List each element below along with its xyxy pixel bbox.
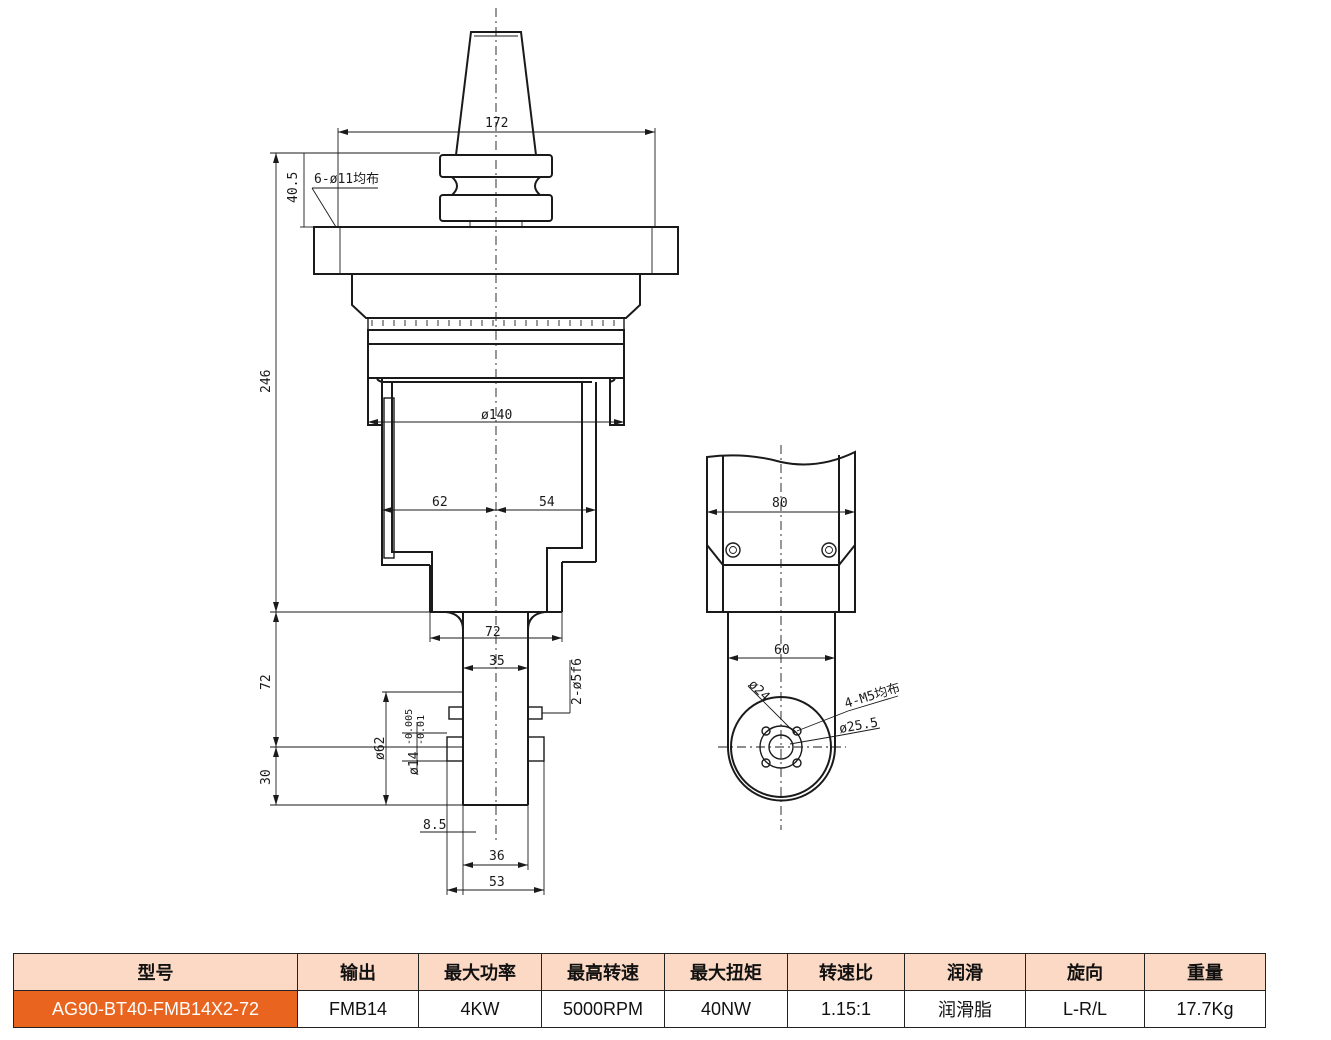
cell-ratio: 1.15:1	[787, 990, 905, 1028]
dim-head-height: 72	[259, 674, 274, 690]
header-max-torque: 最大扭矩	[664, 953, 788, 991]
header-max-power: 最大功率	[418, 953, 542, 991]
dim-side-width-top: 80	[772, 496, 788, 511]
cell-max-power: 4KW	[418, 990, 542, 1028]
header-max-speed: 最高转速	[541, 953, 665, 991]
dim-base-width: 53	[489, 875, 505, 890]
header-model: 型号	[13, 953, 298, 991]
dim-head-diameter: ø62	[373, 737, 388, 760]
dim-flange-width: 172	[485, 116, 508, 131]
dim-output-diameter: ø14	[407, 751, 422, 775]
dim-spindle-width: 35	[489, 654, 505, 669]
side-view: 80 60 ø24 4-M5均布 ø25.5	[706, 445, 902, 830]
dim-pcd-inner: ø24	[745, 677, 772, 704]
cell-rotation: L-R/L	[1025, 990, 1145, 1028]
cell-lubrication: 润滑脂	[904, 990, 1026, 1028]
dim-flange-height: 40.5	[286, 172, 301, 203]
dim-pcd-outer: ø25.5	[838, 715, 879, 737]
dim-nose-offset: 8.5	[423, 818, 446, 833]
spec-table: 型号 输出 最大功率 最高转速 最大扭矩 转速比 润滑 旋向 重量 AG90-B…	[13, 953, 1266, 1028]
dim-overall-height: 246	[259, 370, 274, 393]
dim-flange-holes: 6-ø11均布	[314, 172, 379, 187]
dim-pin-holes: 2-ø5f6	[570, 658, 585, 705]
dim-tolerance-lower: -0.01	[416, 715, 427, 745]
dim-tap-holes: 4-M5均布	[843, 681, 902, 712]
header-lubrication: 润滑	[904, 953, 1026, 991]
table-row: AG90-BT40-FMB14X2-72 FMB14 4KW 5000RPM 4…	[13, 990, 1266, 1028]
dim-body-diameter: ø140	[481, 408, 512, 423]
table-header-row: 型号 输出 最大功率 最高转速 最大扭矩 转速比 润滑 旋向 重量	[13, 953, 1266, 991]
dim-neck-width: 72	[485, 625, 501, 640]
cell-output: FMB14	[297, 990, 419, 1028]
header-weight: 重量	[1144, 953, 1266, 991]
seal-ring-teeth	[371, 320, 615, 326]
cell-weight: 17.7Kg	[1144, 990, 1266, 1028]
header-output: 输出	[297, 953, 419, 991]
dim-offset-left: 62	[432, 495, 448, 510]
dim-tolerance-upper: -0.005	[404, 709, 415, 745]
front-view: 172 40.5 6-ø11均布 246 ø140 62 54	[259, 8, 679, 895]
cell-model: AG90-BT40-FMB14X2-72	[13, 990, 298, 1028]
dim-bottom-height: 30	[259, 769, 274, 785]
cell-max-speed: 5000RPM	[541, 990, 665, 1028]
dim-offset-right: 54	[539, 495, 555, 510]
dim-side-width-arm: 60	[774, 643, 790, 658]
dim-nose-width: 36	[489, 849, 505, 864]
technical-drawing: 172 40.5 6-ø11均布 246 ø140 62 54	[259, 8, 902, 895]
header-ratio: 转速比	[787, 953, 905, 991]
header-rotation: 旋向	[1025, 953, 1145, 991]
cell-max-torque: 40NW	[664, 990, 788, 1028]
